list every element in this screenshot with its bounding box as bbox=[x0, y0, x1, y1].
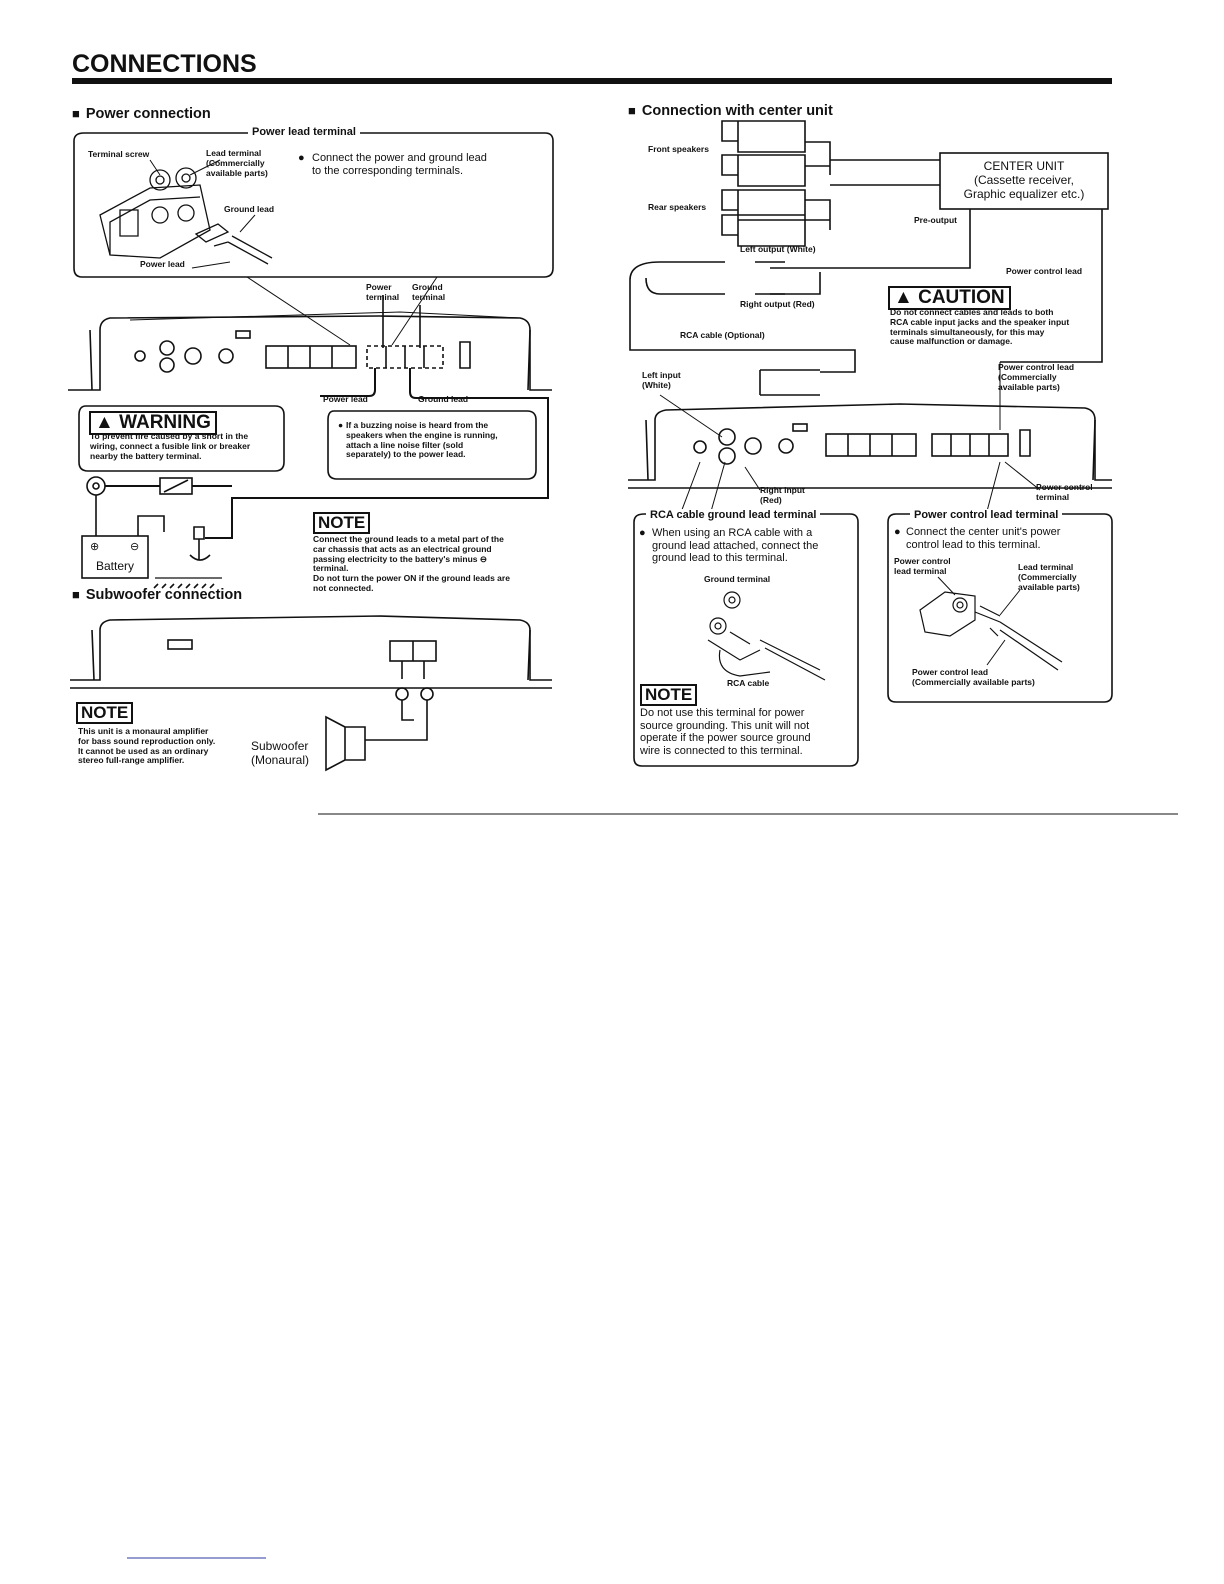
power-lead-terminal-title: Power lead terminal bbox=[248, 126, 360, 139]
ground-lead-label: Ground lead bbox=[224, 204, 275, 214]
power-control-terminal-label: Power control terminal bbox=[1036, 482, 1093, 502]
right-input-label: Right input (Red) bbox=[760, 485, 805, 505]
subwoofer-note-text: This unit is a monaural amplifier for ba… bbox=[78, 726, 216, 766]
rca-ground-box bbox=[633, 513, 859, 767]
rca-note-text: Do not use this terminal for power sourc… bbox=[640, 707, 811, 757]
power-control-box bbox=[887, 513, 1113, 703]
rca-ground-title: RCA cable ground lead terminal bbox=[646, 509, 821, 522]
warning-box bbox=[78, 405, 285, 472]
battery-box bbox=[81, 535, 149, 579]
amplifier-1-outline bbox=[68, 311, 552, 391]
terminal-screw-label: Terminal screw bbox=[88, 149, 150, 159]
noise-filter-text: ●If a buzzing noise is heard from the sp… bbox=[338, 420, 498, 460]
subwoofer-speaker bbox=[325, 715, 366, 772]
page-title: CONNECTIONS bbox=[72, 50, 257, 78]
caution-triangle-icon: ▲ bbox=[894, 287, 913, 308]
battery-label: Battery bbox=[96, 559, 135, 573]
rca-ground-sketch bbox=[707, 591, 826, 681]
caution-label: ▲ CAUTION bbox=[888, 286, 1011, 310]
rca-ground-text: ●When using an RCA cable with a ground l… bbox=[639, 527, 819, 565]
battery-minus-icon: ⊖ bbox=[130, 541, 140, 553]
power-control-title: Power control lead terminal bbox=[910, 509, 1063, 522]
ground-lead-callout: Ground lead bbox=[418, 394, 469, 404]
pcl-lead-terminal-label: Lead terminal (Commercially available pa… bbox=[1018, 562, 1080, 592]
pre-output-label: Pre-output bbox=[914, 215, 957, 225]
amplifier-3-outline bbox=[628, 403, 1112, 489]
power-note-text: Connect the ground leads to a metal part… bbox=[313, 534, 510, 593]
power-control-lead-label: Power control lead bbox=[1006, 266, 1083, 276]
front-speakers-label: Front speakers bbox=[648, 144, 709, 154]
power-note-label: NOTE bbox=[313, 512, 371, 534]
warning-text: To prevent fire caused by a short in the… bbox=[90, 431, 251, 461]
left-input-label: Left input (White) bbox=[642, 370, 681, 390]
power-control-text: ●Connect the center unit's power control… bbox=[894, 526, 1061, 551]
pcl-terminal-label: Power control lead terminal bbox=[894, 556, 951, 576]
center-unit-heading: Connection with center unit bbox=[628, 103, 833, 120]
power-terminal-label: Power terminal bbox=[366, 282, 400, 302]
power-terminal-callout-box bbox=[73, 132, 554, 278]
terminal-sketch bbox=[99, 167, 273, 265]
battery-plus-icon: ⊕ bbox=[90, 541, 100, 553]
power-lead-callout: Power lead bbox=[323, 394, 368, 404]
center-unit-box bbox=[939, 152, 1109, 210]
rca-note-label: NOTE bbox=[640, 684, 698, 706]
warning-label: ▲ WARNING bbox=[89, 411, 217, 435]
caution-text: Do not connect cables and leads to both … bbox=[890, 307, 1070, 347]
rca-cable-sketch-label: RCA cable bbox=[727, 678, 770, 688]
pcl-lead-label: Power control lead (Commercially availab… bbox=[912, 667, 1035, 687]
rca-cable-label: RCA cable (Optional) bbox=[680, 330, 765, 340]
rear-speakers-label: Rear speakers bbox=[648, 202, 707, 212]
power-instruction: ●Connect the power and ground lead to th… bbox=[298, 152, 487, 177]
noise-filter-box bbox=[327, 410, 537, 480]
warning-triangle-icon: ▲ bbox=[95, 412, 114, 433]
power-control-lead-caption: Power control lead (Commercially availab… bbox=[998, 362, 1075, 392]
power-connection-heading: Power connection bbox=[72, 106, 211, 123]
left-output-label: Left output (White) bbox=[740, 244, 816, 254]
subwoofer-note-label: NOTE bbox=[76, 702, 134, 724]
right-output-label: Right output (Red) bbox=[740, 299, 815, 309]
subwoofer-heading: Subwoofer connection bbox=[72, 587, 242, 604]
rca-ground-terminal-label: Ground terminal bbox=[704, 574, 771, 584]
ground-terminal-label: Ground terminal bbox=[412, 282, 446, 302]
center-unit-label: CENTER UNIT (Cassette receiver, Graphic … bbox=[963, 159, 1085, 201]
amplifier-2-outline bbox=[70, 615, 552, 741]
power-control-sketch bbox=[919, 591, 1063, 671]
subwoofer-label: Subwoofer (Monaural) bbox=[251, 739, 310, 767]
lead-terminal-label: Lead terminal (Commercially available pa… bbox=[206, 148, 268, 178]
center-unit-wiring bbox=[629, 120, 1109, 396]
power-lead-label: Power lead bbox=[140, 259, 185, 269]
title-rule bbox=[72, 78, 1112, 84]
